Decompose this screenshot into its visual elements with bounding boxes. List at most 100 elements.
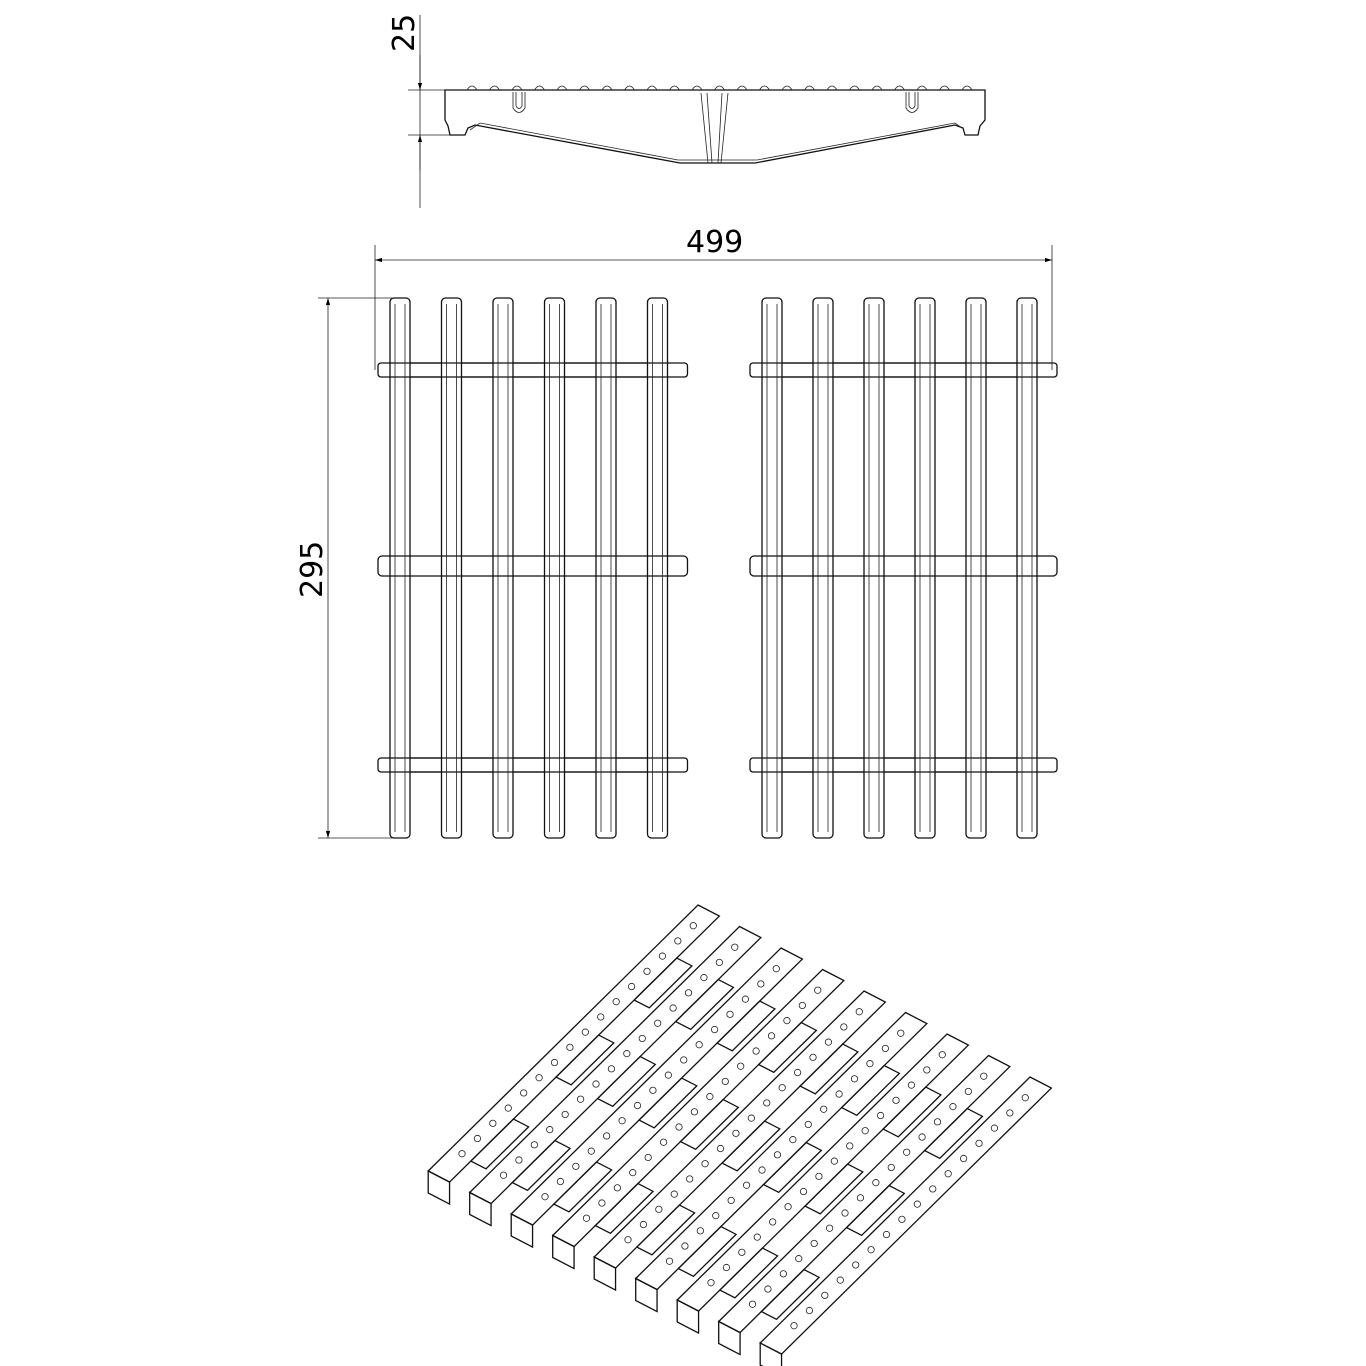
- stud: [871, 85, 883, 91]
- cross-bar-opening: [762, 1141, 823, 1194]
- stud: [781, 85, 793, 91]
- stud-dot: [566, 1043, 574, 1051]
- stud-dot: [722, 1263, 731, 1272]
- stud-dot: [799, 1187, 808, 1196]
- stud-dot: [649, 1086, 657, 1094]
- stud: [939, 85, 950, 91]
- stud-dot: [820, 1105, 828, 1113]
- height-dimension-label: 25: [387, 14, 422, 52]
- center-joint: [700, 92, 729, 164]
- stud-dot: [541, 1193, 549, 1201]
- stud-dot: [582, 1214, 591, 1222]
- stud-dot: [576, 1095, 585, 1103]
- cross-bar-segment: [461, 757, 493, 773]
- stud-dot: [654, 1019, 662, 1027]
- cross-bar-segment: [782, 362, 813, 378]
- cross-bar-opening: [469, 1118, 530, 1170]
- clip-right: [905, 92, 919, 113]
- stud-dot: [690, 1108, 699, 1116]
- stud-dot: [949, 1103, 957, 1111]
- stud-dot: [850, 1075, 859, 1083]
- bearing-bar: [863, 297, 885, 839]
- cross-bar-opening: [840, 1064, 901, 1117]
- stud-dot: [748, 1300, 757, 1308]
- stud: [601, 85, 613, 91]
- stud-dot: [882, 1230, 891, 1239]
- cross-bar-opening: [718, 1247, 779, 1299]
- cross-bar-segment: [461, 362, 493, 378]
- bar-end-face: [510, 1212, 534, 1249]
- stud-dot: [587, 1147, 595, 1155]
- stud-dot: [695, 1041, 703, 1049]
- cross-bar-opening: [633, 957, 693, 1009]
- bar-top-face: [634, 1011, 928, 1291]
- grate-half: [377, 297, 689, 839]
- stud-dot: [855, 1008, 863, 1016]
- cross-bar-opening: [637, 1077, 698, 1129]
- stud-dot: [689, 922, 697, 930]
- stud: [489, 85, 500, 91]
- stud-dot: [990, 1124, 999, 1132]
- cross-bar-opening: [716, 1000, 776, 1052]
- stud: [511, 85, 523, 91]
- stud: [759, 85, 770, 91]
- iso-bar: [634, 1011, 928, 1313]
- iso-bar: [676, 1033, 970, 1335]
- stud-dot: [836, 1276, 844, 1284]
- stud-dot: [790, 1322, 798, 1330]
- stud-dot: [638, 1034, 646, 1043]
- iso-bar: [468, 925, 762, 1227]
- stud-dot: [805, 1306, 814, 1315]
- stud-dot: [535, 1074, 543, 1082]
- stud-dot: [716, 1144, 725, 1153]
- bar-inner-line: [970, 304, 982, 832]
- stud: [624, 85, 635, 91]
- bearing-bar: [761, 297, 783, 839]
- cross-bar-segment: [935, 362, 966, 378]
- cross-bar-opening: [635, 1204, 696, 1256]
- stud-dot: [825, 1224, 834, 1232]
- stud-dot: [810, 1239, 818, 1248]
- stud-dot: [727, 1196, 735, 1205]
- stud-dot: [804, 1120, 812, 1129]
- stud-dot: [876, 1111, 885, 1120]
- bar-top-face: [593, 990, 887, 1269]
- stud-dot: [835, 1090, 843, 1098]
- stud-dot: [597, 1013, 605, 1021]
- iso-bar: [427, 904, 721, 1206]
- cross-bar: [377, 362, 689, 378]
- stud-dot: [680, 1056, 688, 1064]
- bar-inner-line: [600, 304, 612, 832]
- cross-bar-opening: [554, 1034, 615, 1086]
- stud-dot: [489, 1119, 497, 1127]
- stud-dot: [861, 1127, 869, 1135]
- bar-top-face: [676, 1033, 970, 1312]
- stud-dot: [710, 1025, 719, 1034]
- bar-end-face: [593, 1255, 617, 1292]
- stud-dot: [795, 1255, 803, 1263]
- stud-dot: [980, 1072, 988, 1080]
- stud-dot: [473, 1134, 482, 1143]
- stud-dot: [658, 952, 667, 960]
- isometric-view: [427, 904, 1053, 1366]
- stud-dot: [929, 1185, 937, 1193]
- stud-dot: [944, 1170, 952, 1178]
- cross-bar-segment: [616, 362, 648, 378]
- stud-dot: [732, 1129, 740, 1137]
- stud-dot: [684, 989, 693, 997]
- stud-dot: [892, 1096, 900, 1104]
- stud-dot: [581, 1028, 589, 1036]
- bar-inner-line: [497, 304, 509, 832]
- stud: [916, 85, 928, 91]
- bearing-bar: [543, 297, 566, 839]
- stud-dot: [639, 1220, 648, 1229]
- stud-dot: [737, 1062, 745, 1070]
- grate-plan: [377, 297, 1058, 839]
- stud-dot: [572, 1162, 580, 1170]
- iso-bar: [510, 947, 804, 1249]
- stud-dot: [546, 1126, 554, 1134]
- stud-dot: [618, 1117, 626, 1125]
- stud-dot: [707, 1279, 715, 1287]
- stud-dot: [789, 1136, 797, 1144]
- bearing-bar: [914, 297, 936, 839]
